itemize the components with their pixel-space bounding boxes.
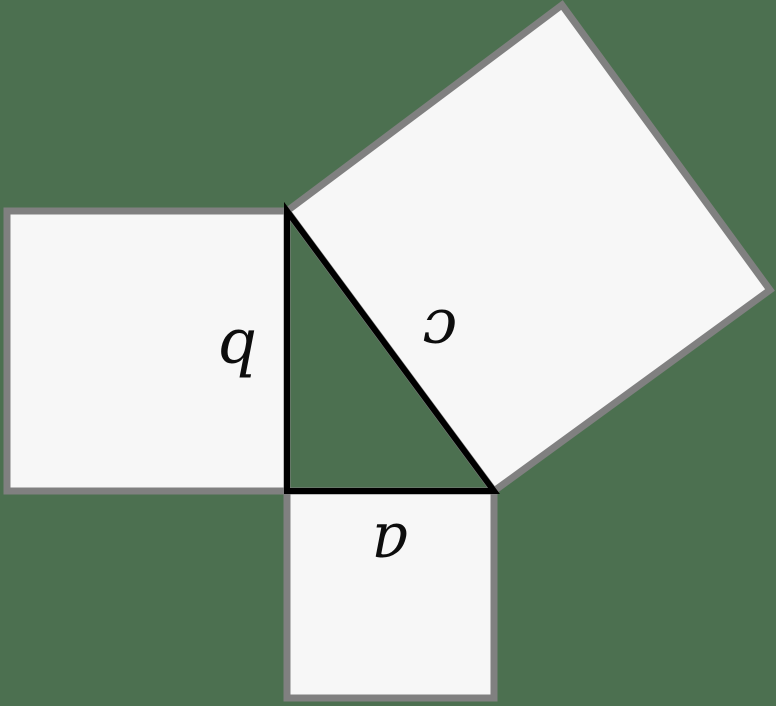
side-label-b: b (217, 316, 257, 389)
side-label-c: c (423, 296, 458, 369)
side-label-a: a (372, 510, 409, 583)
right-triangle-outline (284, 201, 500, 494)
